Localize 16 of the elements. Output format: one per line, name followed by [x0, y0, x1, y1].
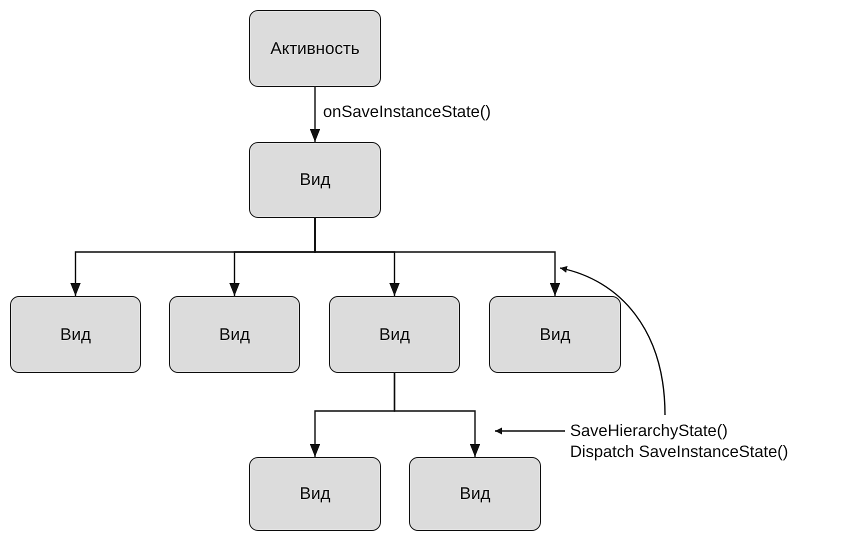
- arrow: [314, 218, 560, 296]
- arrow: [495, 428, 565, 434]
- method-call-text: Dispatch SaveInstanceState(): [570, 442, 788, 463]
- view-box: Вид: [169, 296, 300, 373]
- arrow: [394, 373, 480, 457]
- arrow: [560, 266, 666, 416]
- method-call-text: SaveHierarchyState(): [570, 421, 729, 442]
- view-box: Вид: [249, 457, 381, 531]
- arrow: [310, 87, 320, 142]
- view-box: Вид: [249, 142, 381, 218]
- view-box: Вид: [489, 296, 621, 373]
- view-box: Вид: [10, 296, 141, 373]
- activity-box: Активность: [249, 10, 381, 87]
- view-box: Вид: [409, 457, 541, 531]
- edge-label: onSaveInstanceState(): [323, 102, 491, 122]
- view-box: Вид: [329, 296, 460, 373]
